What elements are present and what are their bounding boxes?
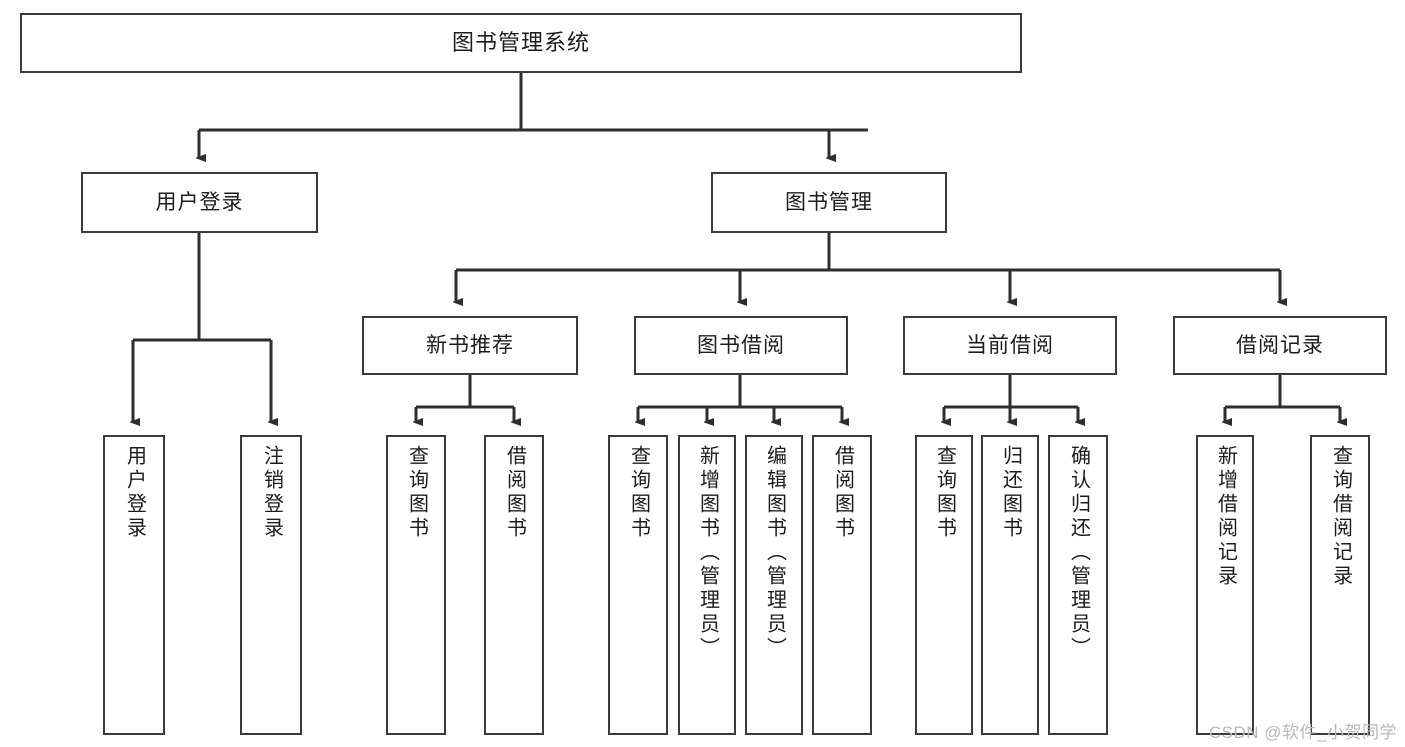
node-user-login[interactable]: 用户登录 xyxy=(81,172,318,233)
node-root-system[interactable]: 图书管理系统 xyxy=(20,13,1022,73)
leaf-label: 新增借阅记录 xyxy=(1214,445,1237,589)
node-current-borrow[interactable]: 当前借阅 xyxy=(903,316,1117,375)
leaf-label: 确认归还（管理员） xyxy=(1067,445,1090,661)
leaf-label: 编辑图书（管理员） xyxy=(763,445,786,661)
leaf-label: 借阅图书 xyxy=(831,445,854,541)
leaf-label: 查询图书 xyxy=(627,445,650,541)
node-new-book-recommend[interactable]: 新书推荐 xyxy=(362,316,578,375)
leaf-label: 用户登录 xyxy=(123,445,146,541)
leaf-label: 注销登录 xyxy=(260,445,283,541)
leaf-borrow-book-recommend[interactable]: 借阅图书 xyxy=(484,435,544,735)
leaf-query-book-borrow[interactable]: 查询图书 xyxy=(608,435,668,735)
leaf-user-login[interactable]: 用户登录 xyxy=(103,435,165,735)
leaf-label: 新增图书（管理员） xyxy=(696,445,719,661)
leaf-edit-book-admin[interactable]: 编辑图书（管理员） xyxy=(745,435,803,735)
node-book-management[interactable]: 图书管理 xyxy=(711,172,947,233)
leaf-query-borrow-record[interactable]: 查询借阅记录 xyxy=(1310,435,1370,735)
leaf-logout-login[interactable]: 注销登录 xyxy=(240,435,302,735)
node-book-borrow[interactable]: 图书借阅 xyxy=(634,316,848,375)
leaf-label: 归还图书 xyxy=(999,445,1022,541)
leaf-return-book[interactable]: 归还图书 xyxy=(981,435,1039,735)
leaf-add-book-admin[interactable]: 新增图书（管理员） xyxy=(678,435,736,735)
watermark: CSDN @软件_小贺同学 xyxy=(1208,723,1397,742)
leaf-confirm-return-admin[interactable]: 确认归还（管理员） xyxy=(1048,435,1108,735)
leaf-borrow-book[interactable]: 借阅图书 xyxy=(812,435,872,735)
leaf-query-book-recommend[interactable]: 查询图书 xyxy=(386,435,446,735)
node-borrow-record[interactable]: 借阅记录 xyxy=(1173,316,1387,375)
leaf-label: 查询图书 xyxy=(405,445,428,541)
leaf-label: 查询图书 xyxy=(933,445,956,541)
leaf-query-book-current[interactable]: 查询图书 xyxy=(915,435,973,735)
leaf-label: 借阅图书 xyxy=(503,445,526,541)
leaf-add-borrow-record[interactable]: 新增借阅记录 xyxy=(1196,435,1254,735)
leaf-label: 查询借阅记录 xyxy=(1329,445,1352,589)
